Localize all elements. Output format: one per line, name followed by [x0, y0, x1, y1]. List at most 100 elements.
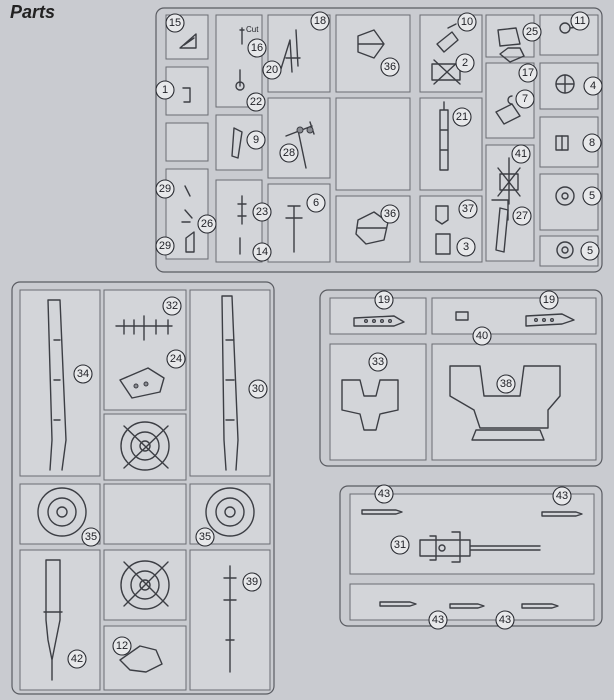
- callout-43-top-left: 43: [374, 484, 394, 504]
- sprue-a: [155, 7, 603, 273]
- svg-text:19: 19: [543, 294, 555, 306]
- callout-20: 20: [262, 60, 282, 80]
- callout-29-bottom: 29: [155, 236, 175, 256]
- callout-1: 1: [155, 80, 175, 100]
- svg-text:17: 17: [522, 67, 534, 79]
- callout-24: 24: [166, 349, 186, 369]
- svg-text:43: 43: [499, 614, 511, 626]
- svg-text:35: 35: [199, 531, 211, 543]
- callout-18: 18: [310, 11, 330, 31]
- svg-text:20: 20: [266, 64, 278, 76]
- svg-text:14: 14: [256, 246, 268, 258]
- callout-14: 14: [252, 242, 272, 262]
- svg-text:34: 34: [77, 368, 89, 380]
- callout-6: 6: [306, 193, 326, 213]
- callout-29-top: 29: [155, 179, 175, 199]
- callout-35-right: 35: [195, 527, 215, 547]
- callout-43-bottom-right: 43: [495, 610, 515, 630]
- svg-text:7: 7: [522, 93, 528, 105]
- callout-16: 16: [247, 38, 267, 58]
- callout-12: 12: [112, 636, 132, 656]
- svg-text:5: 5: [587, 245, 593, 257]
- svg-text:36: 36: [384, 61, 396, 73]
- svg-text:18: 18: [314, 15, 326, 27]
- callout-39: 39: [242, 572, 262, 592]
- callout-36-top: 36: [380, 57, 400, 77]
- svg-text:10: 10: [461, 16, 473, 28]
- callout-41: 41: [511, 144, 531, 164]
- svg-text:43: 43: [432, 614, 444, 626]
- svg-text:21: 21: [456, 111, 468, 123]
- callout-42: 42: [67, 649, 87, 669]
- sprue-c: [319, 289, 603, 467]
- svg-text:42: 42: [71, 653, 83, 665]
- svg-text:19: 19: [378, 294, 390, 306]
- callout-7: 7: [515, 89, 535, 109]
- callout-11: 11: [570, 11, 590, 31]
- svg-text:33: 33: [372, 356, 384, 368]
- callout-21: 21: [452, 107, 472, 127]
- svg-text:30: 30: [252, 383, 264, 395]
- svg-text:38: 38: [500, 378, 512, 390]
- svg-text:9: 9: [253, 134, 259, 146]
- svg-text:22: 22: [250, 96, 262, 108]
- svg-text:11: 11: [574, 15, 585, 27]
- callout-28: 28: [279, 143, 299, 163]
- svg-text:12: 12: [116, 640, 128, 652]
- sprue-d: [339, 485, 603, 627]
- svg-text:41: 41: [515, 148, 527, 160]
- svg-text:4: 4: [590, 80, 596, 92]
- svg-text:2: 2: [462, 57, 468, 69]
- callout-31: 31: [390, 535, 410, 555]
- svg-text:29: 29: [159, 183, 171, 195]
- cut-label: Cut: [246, 25, 259, 34]
- svg-text:24: 24: [170, 353, 182, 365]
- svg-text:3: 3: [463, 241, 469, 253]
- callout-23: 23: [252, 202, 272, 222]
- callout-9: 9: [246, 130, 266, 150]
- svg-text:25: 25: [526, 26, 538, 38]
- callout-2: 2: [455, 53, 475, 73]
- callout-17: 17: [518, 63, 538, 83]
- callout-43-top-right: 43: [552, 486, 572, 506]
- callout-38: 38: [496, 374, 516, 394]
- callout-22: 22: [246, 92, 266, 112]
- svg-text:28: 28: [283, 147, 295, 159]
- svg-text:35: 35: [85, 531, 97, 543]
- svg-text:8: 8: [589, 137, 595, 149]
- callout-30: 30: [248, 379, 268, 399]
- svg-text:1: 1: [162, 84, 168, 96]
- callout-33: 33: [368, 352, 388, 372]
- svg-text:23: 23: [256, 206, 268, 218]
- svg-text:15: 15: [169, 17, 181, 29]
- svg-text:16: 16: [251, 42, 263, 54]
- svg-text:43: 43: [378, 488, 390, 500]
- callout-43-bottom-left: 43: [428, 610, 448, 630]
- callout-5-top: 5: [582, 186, 602, 206]
- svg-text:6: 6: [313, 197, 319, 209]
- callout-40: 40: [472, 326, 492, 346]
- svg-text:31: 31: [394, 539, 406, 551]
- callout-19-right: 19: [539, 290, 559, 310]
- callout-4: 4: [583, 76, 603, 96]
- callout-8: 8: [582, 133, 602, 153]
- callout-26: 26: [197, 214, 217, 234]
- callout-25: 25: [522, 22, 542, 42]
- callout-36-bottom: 36: [380, 204, 400, 224]
- callout-35-left: 35: [81, 527, 101, 547]
- callout-34: 34: [73, 364, 93, 384]
- svg-text:40: 40: [476, 330, 488, 342]
- sprue-b: [11, 281, 275, 695]
- callout-3: 3: [456, 237, 476, 257]
- svg-text:36: 36: [384, 208, 396, 220]
- svg-text:32: 32: [166, 300, 178, 312]
- callout-32: 32: [162, 296, 182, 316]
- callout-15: 15: [165, 13, 185, 33]
- callout-19-left: 19: [374, 290, 394, 310]
- callout-10: 10: [457, 12, 477, 32]
- svg-text:5: 5: [589, 190, 595, 202]
- svg-text:29: 29: [159, 240, 171, 252]
- svg-text:26: 26: [201, 218, 213, 230]
- svg-text:39: 39: [246, 576, 258, 588]
